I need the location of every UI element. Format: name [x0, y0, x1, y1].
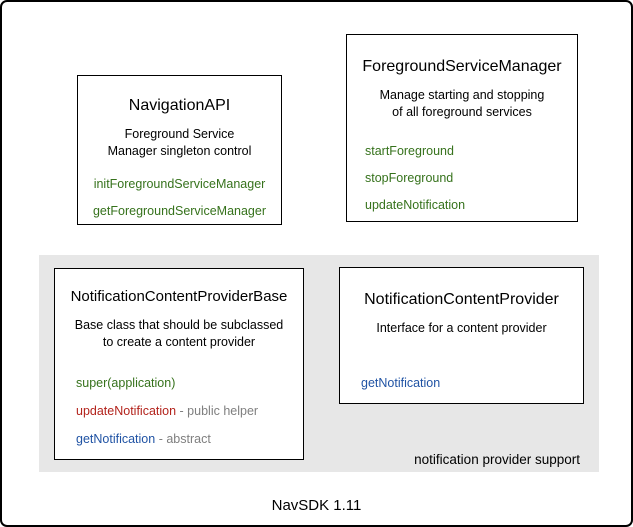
method-label: updateNotification	[76, 404, 177, 418]
method-initForegroundServiceManager: initForegroundServiceManager	[78, 178, 281, 191]
method-annotation: - abstract	[155, 432, 211, 446]
class-title: ForegroundServiceManager	[362, 58, 562, 75]
class-description: Interface for a content provider	[376, 321, 547, 335]
class-box-notification-content-provider-base: NotificationContentProviderBase Base cla…	[54, 268, 304, 460]
method-label: getNotification	[76, 432, 156, 446]
method-updateNotification: updateNotification	[365, 199, 577, 212]
method-label: startForeground	[365, 144, 454, 158]
method-getForegroundServiceManager: getForegroundServiceManager	[78, 205, 281, 218]
diagram-caption: NavSDK 1.11	[271, 497, 362, 514]
class-description: Manage starting and stopping of all fore…	[379, 88, 545, 119]
class-description: Foreground Service Manager singleton con…	[107, 127, 252, 158]
method-annotation: - public helper	[176, 404, 259, 418]
class-title: NotificationContentProviderBase	[70, 288, 288, 305]
method-getNotification: getNotification	[361, 377, 583, 390]
class-title: NotificationContentProvider	[364, 291, 559, 308]
method-getNotification: getNotification - abstract	[76, 433, 303, 446]
method-label: getNotification	[361, 376, 441, 390]
method-list: initForegroundServiceManager getForegrou…	[78, 178, 281, 218]
method-label: getForegroundServiceManager	[92, 204, 267, 218]
class-title: NavigationAPI	[128, 97, 231, 114]
method-label: stopForeground	[365, 171, 454, 185]
class-box-navigation-api: NavigationAPI Foreground Service Manager…	[77, 75, 282, 225]
method-list: super(application) updateNotification - …	[55, 377, 303, 446]
method-label: updateNotification	[365, 198, 466, 212]
method-list: getNotification	[340, 377, 583, 390]
method-startForeground: startForeground	[365, 145, 577, 158]
method-super-application: super(application)	[76, 377, 303, 390]
method-label: initForegroundServiceManager	[93, 177, 266, 191]
method-stopForeground: stopForeground	[365, 172, 577, 185]
panel-label: notification provider support	[414, 452, 580, 467]
class-box-notification-content-provider: NotificationContentProvider Interface fo…	[339, 267, 584, 404]
notification-provider-support-panel: NotificationContentProviderBase Base cla…	[39, 255, 599, 472]
method-list: startForeground stopForeground updateNot…	[347, 145, 577, 212]
class-description: Base class that should be subclassed to …	[74, 318, 284, 349]
class-box-foreground-service-manager: ForegroundServiceManager Manage starting…	[346, 34, 578, 222]
method-label: super(application)	[76, 376, 176, 390]
method-updateNotification: updateNotification - public helper	[76, 405, 303, 418]
